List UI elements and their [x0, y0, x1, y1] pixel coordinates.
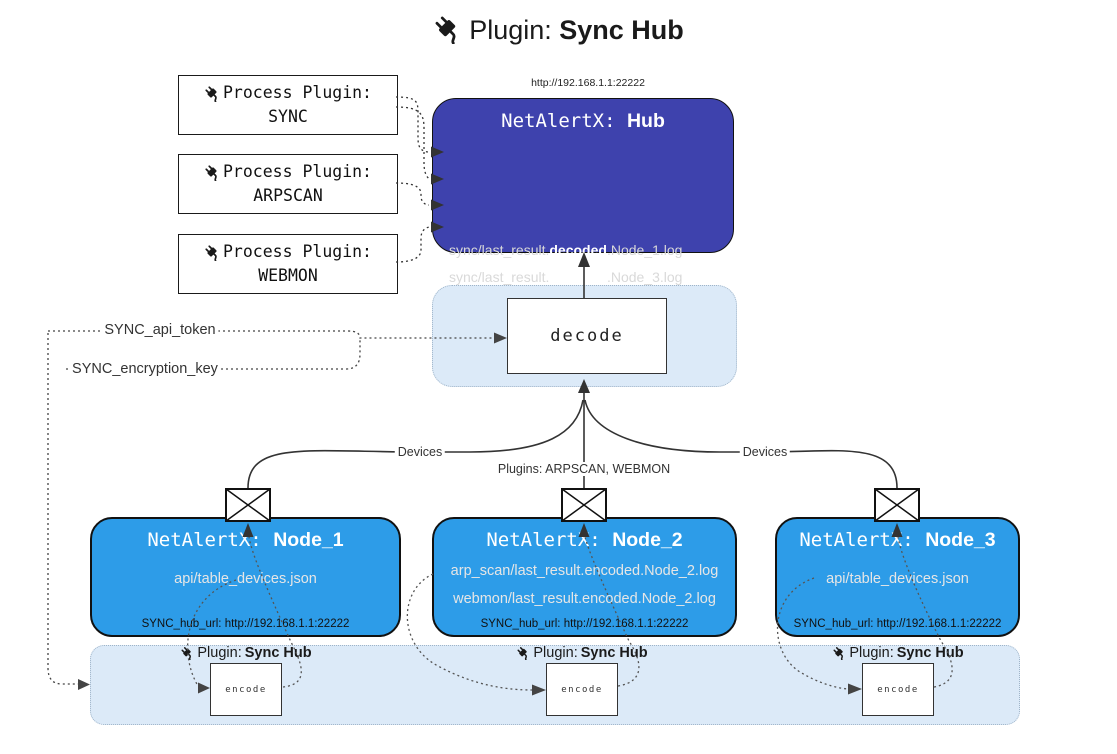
node-title: NetAlertX: Node_3 [799, 529, 996, 551]
title-prefix: Plugin: [469, 15, 560, 45]
sync-encryption-key-label: SYNC_encryption_key [69, 361, 221, 377]
hub-url-label: http://192.168.1.1:22222 [531, 77, 645, 89]
node-hub-url: SYNC_hub_url: http://192.168.1.1:22222 [480, 618, 689, 630]
envelope-icon [874, 488, 920, 522]
devices-right-label: Devices [739, 445, 791, 459]
title-name: Sync Hub [559, 15, 684, 45]
process-plugin-arpscan: Process Plugin: ARPSCAN [178, 154, 398, 214]
process-plugin-name: ARPSCAN [253, 186, 323, 205]
plugins-mid-label: Plugins: ARPSCAN, WEBMON [494, 462, 674, 476]
node-content-line: webmon/last_result.encoded.Node_2.log [453, 591, 716, 607]
envelope-icon [561, 488, 607, 522]
node-content-line: arp_scan/last_result.encoded.Node_2.log [450, 563, 719, 579]
process-plugin-sync: Process Plugin: SYNC [178, 75, 398, 135]
plug-icon [517, 647, 527, 660]
plug-icon [205, 164, 217, 181]
node-content-line: api/table_devices.json [174, 571, 317, 587]
decode-box: decode [507, 298, 667, 374]
netalertx-hub-node: NetAlertX: Hub sync/last_result.decoded.… [432, 98, 734, 333]
node-content-line: api/table_devices.json [826, 571, 969, 587]
node-hub-url: SYNC_hub_url: http://192.168.1.1:22222 [793, 618, 1002, 630]
node-title: NetAlertX: Node_2 [486, 529, 683, 551]
process-plugin-webmon: Process Plugin: WEBMON [178, 234, 398, 294]
plug-icon [205, 244, 217, 261]
plug-icon [833, 647, 843, 660]
hub-log-line: sync/last_result.decoded.Node_3.log [449, 269, 683, 285]
page-title: Plugin: Sync Hub [0, 14, 1117, 46]
process-plugin-name: SYNC [268, 107, 308, 126]
node-title: NetAlertX: Node_1 [147, 529, 344, 551]
netalertx-node1: NetAlertX: Node_1 api/table_devices.json… [90, 517, 401, 637]
encode-box: encode [546, 663, 618, 716]
band-plugin-label: Plugin: Sync Hub [832, 645, 964, 661]
process-plugin-name: WEBMON [258, 266, 318, 285]
process-plugin-label: Process Plugin: [222, 83, 372, 103]
plug-icon [181, 647, 191, 660]
plug-icon [435, 16, 456, 45]
devices-left-label: Devices [394, 445, 446, 459]
sync-api-token-label: SYNC_api_token [101, 322, 219, 338]
plug-icon [205, 85, 217, 102]
process-plugin-label: Process Plugin: [222, 162, 372, 182]
encode-box: encode [862, 663, 934, 716]
hub-log-line: sync/last_result.decoded.Node_1.log [449, 242, 683, 258]
hub-title: NetAlertX: Hub [501, 110, 665, 132]
netalertx-node3: NetAlertX: Node_3 api/table_devices.json… [775, 517, 1020, 637]
process-plugin-label: Process Plugin: [222, 242, 372, 262]
band-plugin-label: Plugin: Sync Hub [516, 645, 648, 661]
netalertx-node2: NetAlertX: Node_2 arp_scan/last_result.e… [432, 517, 737, 637]
envelope-icon [225, 488, 271, 522]
encode-box: encode [210, 663, 282, 716]
band-plugin-label: Plugin: Sync Hub [180, 645, 312, 661]
node-hub-url: SYNC_hub_url: http://192.168.1.1:22222 [141, 618, 350, 630]
